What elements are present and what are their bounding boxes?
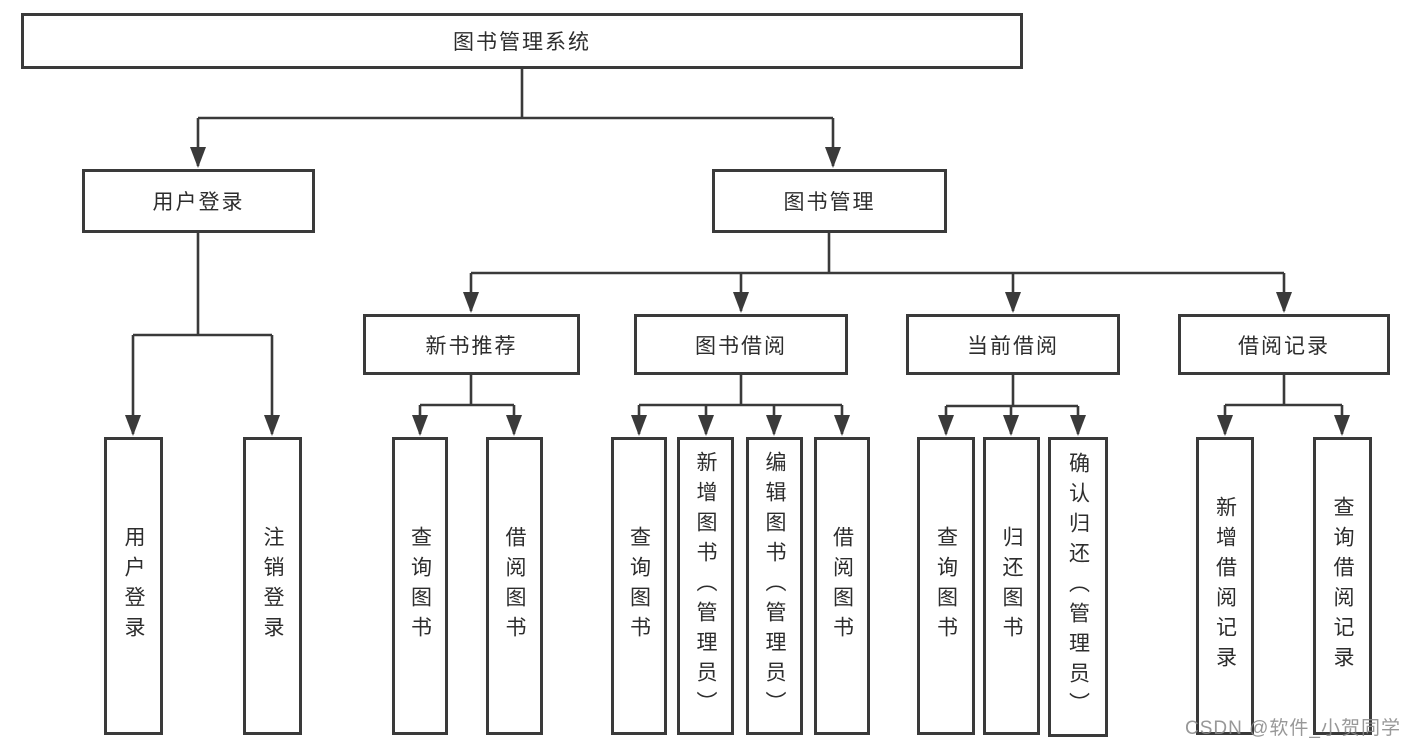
node-label: 用户登录 (122, 526, 145, 646)
leaf-borrow-books-2: 借阅图书 (814, 437, 870, 735)
leaf-confirm-return-admin: 确认归还（管理员） (1048, 437, 1108, 737)
node-label: 查询图书 (408, 526, 432, 646)
leaf-query-books-3: 查询图书 (917, 437, 975, 735)
node-label: 查询图书 (627, 526, 651, 646)
leaf-query-books-1: 查询图书 (392, 437, 448, 735)
node-label: 编辑图书（管理员） (763, 451, 786, 721)
node-book-borrowing: 图书借阅 (634, 314, 848, 375)
node-label: 当前借阅 (967, 334, 1059, 358)
leaf-query-borrow-record: 查询借阅记录 (1313, 437, 1372, 735)
leaf-borrow-books-1: 借阅图书 (486, 437, 543, 735)
node-label: 图书管理系统 (453, 31, 591, 54)
node-label: 借阅记录 (1238, 334, 1330, 358)
node-label: 新增借阅记录 (1213, 496, 1237, 676)
node-label: 归还图书 (1000, 526, 1023, 646)
node-label: 用户登录 (152, 191, 245, 214)
node-new-book-recommend: 新书推荐 (363, 314, 580, 375)
node-label: 借阅图书 (503, 526, 526, 646)
leaf-add-borrow-record: 新增借阅记录 (1196, 437, 1254, 735)
node-label: 注销登录 (261, 526, 284, 646)
leaf-query-books-2: 查询图书 (611, 437, 667, 735)
leaf-edit-books-admin: 编辑图书（管理员） (746, 437, 803, 735)
node-label: 图书管理 (783, 191, 876, 214)
node-label: 确认归还（管理员） (1066, 452, 1090, 722)
node-label: 借阅图书 (830, 526, 854, 646)
node-label: 新增图书（管理员） (694, 451, 717, 721)
node-borrowing-records: 借阅记录 (1178, 314, 1390, 375)
node-book-management: 图书管理 (712, 169, 947, 233)
node-label: 新书推荐 (425, 334, 518, 358)
leaf-logout: 注销登录 (243, 437, 302, 735)
node-label: 图书借阅 (695, 334, 787, 358)
node-current-borrowing: 当前借阅 (906, 314, 1120, 375)
leaf-user-login: 用户登录 (104, 437, 163, 735)
leaf-add-books-admin: 新增图书（管理员） (677, 437, 734, 735)
node-user-login: 用户登录 (82, 169, 315, 233)
node-library-management-system: 图书管理系统 (21, 13, 1023, 69)
node-label: 查询借阅记录 (1331, 496, 1354, 676)
leaf-return-books: 归还图书 (983, 437, 1040, 735)
node-label: 查询图书 (934, 526, 958, 646)
csdn-watermark: CSDN @软件_小贺同学 (1185, 718, 1401, 739)
